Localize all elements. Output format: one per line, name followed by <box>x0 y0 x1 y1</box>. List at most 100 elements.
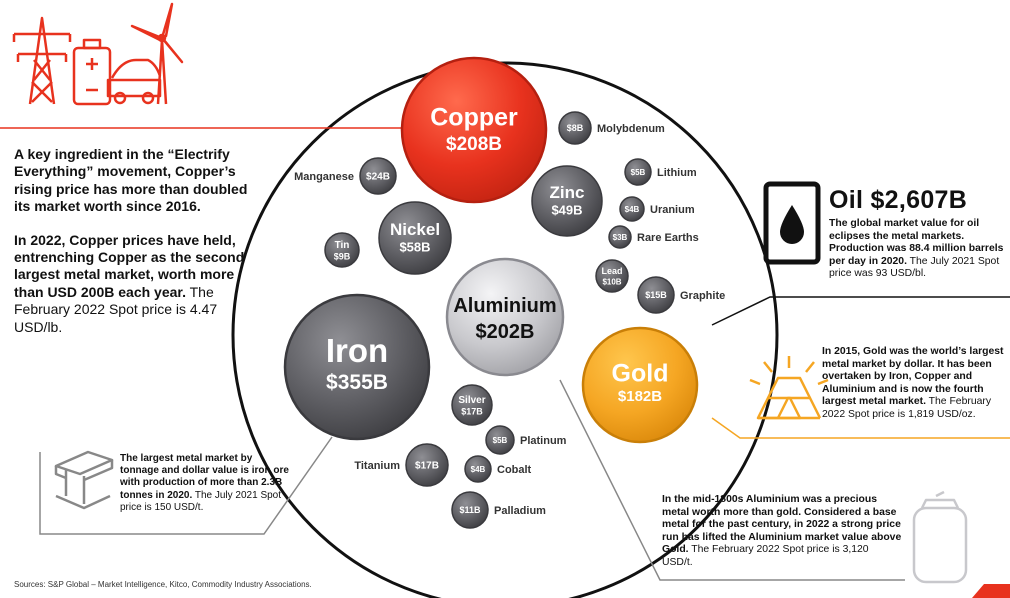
iron-leader-line <box>39 436 333 535</box>
platinum-value-label: $5B <box>493 436 508 445</box>
gold-value-label: $182B <box>618 388 662 405</box>
iron-description-regular: The July 2021 Spot price is 150 USD/t. <box>120 489 282 513</box>
zinc-name-label: Zinc <box>550 183 585 202</box>
silver-name-label: Silver <box>458 395 485 406</box>
lithium-bubble <box>624 158 652 186</box>
rare-earths-bubble-group: $3B Rare Earths <box>608 225 699 249</box>
sources-footnote: Sources: S&P Global – Market Intelligenc… <box>14 580 312 589</box>
titanium-name-label: Titanium <box>354 460 400 472</box>
gold-bubble <box>581 326 699 444</box>
platinum-name-label: Platinum <box>520 435 567 447</box>
lead-name-label: Lead <box>601 266 622 276</box>
iron-name-label: Iron <box>326 332 388 369</box>
uranium-bubble <box>619 196 645 222</box>
graphite-bubble-group: $15B Graphite <box>637 276 725 314</box>
lead-bubble <box>595 259 629 293</box>
titanium-bubble <box>405 443 449 487</box>
aluminium-description: In the mid-1800s Aluminium was a preciou… <box>662 494 902 570</box>
copper-bubble <box>400 56 548 204</box>
oil-description: The global market value for oil eclipses… <box>829 218 1007 281</box>
tin-name-label: Tin <box>335 240 350 251</box>
rare-earths-value-label: $3B <box>613 233 628 242</box>
zinc-value-label: $49B <box>551 203 582 218</box>
power-tower-icon <box>12 16 72 105</box>
cobalt-bubble <box>464 455 492 483</box>
gold-name-label: Gold <box>612 359 669 387</box>
oil-leader-line <box>711 296 1010 326</box>
aluminium-bubble <box>445 257 565 377</box>
palladium-name-label: Palladium <box>494 505 546 517</box>
zinc-bubble <box>531 165 603 237</box>
leader-lines <box>0 127 1010 581</box>
copper-paragraph-2-bold: In 2022, Copper prices have held, entren… <box>14 231 245 300</box>
palladium-value-label: $11B <box>459 505 481 515</box>
uranium-name-label: Uranium <box>650 204 695 216</box>
manganese-value-label: $24B <box>366 172 390 183</box>
rare-earths-bubble <box>608 225 632 249</box>
palladium-bubble <box>451 491 489 529</box>
molybdenum-value-label: $8B <box>567 123 584 133</box>
cobalt-bubble-group: $4B Cobalt <box>464 455 532 483</box>
graphite-value-label: $15B <box>645 290 667 300</box>
oil-description-regular: The July 2021 Spot price was 93 USD/bl. <box>829 255 1000 280</box>
uranium-bubble-group: $4B Uranium <box>619 196 695 222</box>
aluminium-name-label: Aluminium <box>453 295 556 317</box>
cobalt-name-label: Cobalt <box>497 464 532 476</box>
copper-name-label: Copper <box>430 103 518 131</box>
manganese-bubble <box>359 157 397 195</box>
graphite-name-label: Graphite <box>680 290 725 302</box>
aluminium-leader-line <box>559 379 905 581</box>
titanium-bubble-group: $17B Titanium <box>354 443 449 487</box>
molybdenum-bubble <box>558 111 592 145</box>
nickel-value-label: $58B <box>399 240 430 255</box>
titanium-value-label: $17B <box>415 461 439 472</box>
electric-car-icon <box>106 58 162 105</box>
tin-value-label: $9B <box>334 251 351 261</box>
gold-bars-icon <box>749 356 829 420</box>
nickel-bubble-group: Nickel$58B <box>378 201 452 275</box>
oil-description-bold: The global market value for oil eclipses… <box>829 218 1004 267</box>
gold-bubble-group: Gold$182B <box>581 326 699 444</box>
gold-description-regular: The February 2022 Spot price is 1,819 US… <box>822 396 992 420</box>
nickel-bubble <box>378 201 452 275</box>
manganese-name-label: Manganese <box>294 171 354 183</box>
aluminium-can-icon <box>912 490 968 584</box>
wind-turbine-icon <box>130 2 184 105</box>
uranium-value-label: $4B <box>625 205 640 214</box>
gold-description-bold: In 2015, Gold was the world’s largest me… <box>822 346 1004 408</box>
oil-barrel-icon <box>763 181 821 265</box>
lithium-value-label: $5B <box>631 168 646 177</box>
bubble-chart: Copper$208BIron$355BAluminium$202BGold$1… <box>283 56 725 529</box>
corner-decoration <box>972 584 1010 598</box>
silver-bubble <box>451 384 493 426</box>
zinc-bubble-group: Zinc$49B <box>531 165 603 237</box>
copper-description: A key ingredient in the “Electrify Every… <box>14 146 262 352</box>
gold-leader-line <box>711 417 1010 439</box>
cobalt-value-label: $4B <box>471 465 486 474</box>
iron-description: The largest metal market by tonnage and … <box>120 453 292 514</box>
oil-title: Oil $2,607B <box>829 186 968 214</box>
palladium-bubble-group: $11B Palladium <box>451 491 546 529</box>
copper-paragraph-2-regular: The February 2022 Spot price is 4.47 USD… <box>14 283 218 335</box>
aluminium-description-bold: In the mid-1800s Aluminium was a preciou… <box>662 494 902 556</box>
battery-icon <box>72 38 112 106</box>
tin-bubble <box>324 232 360 268</box>
iron-bubble <box>283 293 431 441</box>
platinum-bubble <box>485 425 515 455</box>
aluminium-description-regular: The February 2022 Spot price is 3,120 US… <box>662 544 869 568</box>
manganese-bubble-group: $24B Manganese <box>294 157 397 195</box>
lithium-bubble-group: $5B Lithium <box>624 158 697 186</box>
tin-bubble-group: Tin$9B <box>324 232 360 268</box>
copper-bubble-group: Copper$208B <box>400 56 548 204</box>
rare-earths-name-label: Rare Earths <box>637 232 699 244</box>
steel-beam-icon <box>54 450 114 510</box>
lithium-name-label: Lithium <box>657 167 697 179</box>
silver-bubble-group: Silver$17B <box>451 384 493 426</box>
iron-bubble-group: Iron$355B <box>283 293 431 441</box>
copper-paragraph-1: A key ingredient in the “Electrify Every… <box>14 146 248 215</box>
nickel-name-label: Nickel <box>390 220 440 239</box>
gold-description: In 2015, Gold was the world’s largest me… <box>822 346 1004 422</box>
iron-value-label: $355B <box>326 371 388 394</box>
